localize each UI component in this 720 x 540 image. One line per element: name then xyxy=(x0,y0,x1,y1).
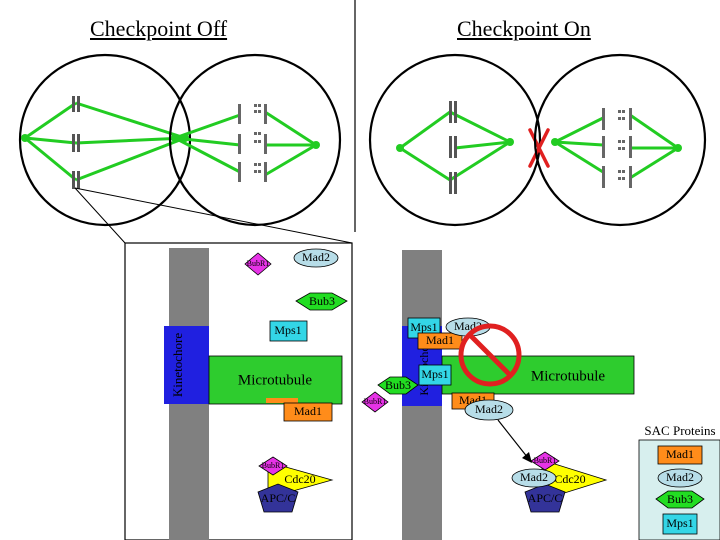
bubr1-label: BubR1 xyxy=(364,397,387,406)
chromatids xyxy=(238,104,267,182)
spindle-pole xyxy=(674,144,682,152)
mad2-complex-protein xyxy=(511,468,557,488)
mad1-protein xyxy=(283,402,333,422)
kinetochore-bar xyxy=(164,326,209,404)
zoom-line xyxy=(74,187,353,244)
chromosomes xyxy=(72,96,80,189)
bub3-label: Bub3 xyxy=(309,294,335,308)
bubr1-complex-label: BubR1 xyxy=(534,456,557,465)
microtubule-label: Microtubule xyxy=(531,368,605,384)
kinetochore-label: Kinetochore xyxy=(170,333,185,397)
spindle-pole xyxy=(396,144,404,152)
legend-item-bub3: Bub3 xyxy=(667,492,693,506)
mps1-mid-protein xyxy=(418,364,452,386)
mad2-complex-label: Mad2 xyxy=(520,470,548,484)
checkpoint-on-title: Checkpoint On xyxy=(457,16,591,41)
bubr1-protein xyxy=(361,391,389,413)
detail-checkpoint-off: Kinetochore Microtubule Mad2 BubR1 Bub3 … xyxy=(124,242,353,540)
mps1-protein xyxy=(269,320,308,342)
apcc-complex xyxy=(257,483,299,513)
mad1-top-label: Mad1 xyxy=(426,333,454,347)
bubr1-complex-label: BubR1 xyxy=(262,461,285,470)
spindle-pole xyxy=(506,138,514,146)
microtubule-box xyxy=(441,355,635,395)
bub3-protein xyxy=(295,292,348,311)
mad2-low-label: Mad2 xyxy=(475,402,503,416)
legend-mad2-swatch xyxy=(657,468,703,488)
zoom-line xyxy=(74,187,126,244)
legend-mps1-swatch xyxy=(662,513,698,535)
spindle-pole xyxy=(171,134,179,142)
detail-frame xyxy=(124,242,353,540)
chromosomes xyxy=(449,101,457,194)
mad1-label: Mad1 xyxy=(294,404,322,418)
legend-item-mps1: Mps1 xyxy=(666,516,693,530)
checkpoint-off-title: Checkpoint Off xyxy=(90,16,228,41)
cell-off-left xyxy=(18,53,192,227)
mps1-top-label: Mps1 xyxy=(410,320,437,334)
cdc20-label: Cdc20 xyxy=(554,472,585,486)
cell-on-right xyxy=(533,53,707,227)
spindle xyxy=(399,110,511,182)
microtubule-box xyxy=(208,355,343,405)
spindle xyxy=(24,101,186,182)
mps1-mid-label: Mps1 xyxy=(421,367,448,381)
mps1-label: Mps1 xyxy=(274,323,301,337)
spindle-pole xyxy=(312,141,320,149)
cell-membrane xyxy=(533,53,707,227)
inhibition-arrow xyxy=(497,419,529,459)
spindle xyxy=(174,110,317,177)
bub3-label: Bub3 xyxy=(385,378,411,392)
detail-checkpoint-on: Kinetochore Microtubule Mps1 Mad1 Mad2 B… xyxy=(361,250,635,540)
mad2-protein xyxy=(293,248,339,268)
bubr1-label: BubR1 xyxy=(247,259,270,268)
cell-membrane xyxy=(168,53,342,227)
apcc-label: APC/C xyxy=(261,491,296,505)
spindle-pole xyxy=(551,138,559,146)
legend-bub3-swatch xyxy=(655,490,705,509)
bub3-protein xyxy=(377,376,419,395)
mad1-stripe xyxy=(266,398,298,403)
microtubule-label: Microtubule xyxy=(238,372,312,388)
cell-off-right xyxy=(168,53,342,227)
spindle xyxy=(554,113,679,180)
mad2-low-protein xyxy=(464,399,514,421)
apcc-label: APC/C xyxy=(528,491,563,505)
bubr1-complex-protein xyxy=(530,451,560,471)
spindle-pole xyxy=(21,134,29,142)
cell-on-left xyxy=(368,53,550,227)
bubr1-protein xyxy=(244,252,272,276)
legend-item-mad1: Mad1 xyxy=(666,447,694,461)
block-x-icon xyxy=(528,128,550,168)
legend: SAC Proteins Mad1 Mad2 Bub3 Mps1 xyxy=(638,423,720,540)
arrow-head-icon xyxy=(522,452,532,463)
cdc20-label: Cdc20 xyxy=(284,472,315,486)
legend-title: SAC Proteins xyxy=(644,423,715,438)
cell-membrane xyxy=(368,53,542,227)
legend-item-mad2: Mad2 xyxy=(666,470,694,484)
bubr1-complex-protein xyxy=(258,456,288,476)
chromatids xyxy=(602,108,632,188)
prohibition-icon xyxy=(458,323,522,387)
mad2-label: Mad2 xyxy=(302,250,330,264)
legend-mad1-swatch xyxy=(657,445,703,465)
